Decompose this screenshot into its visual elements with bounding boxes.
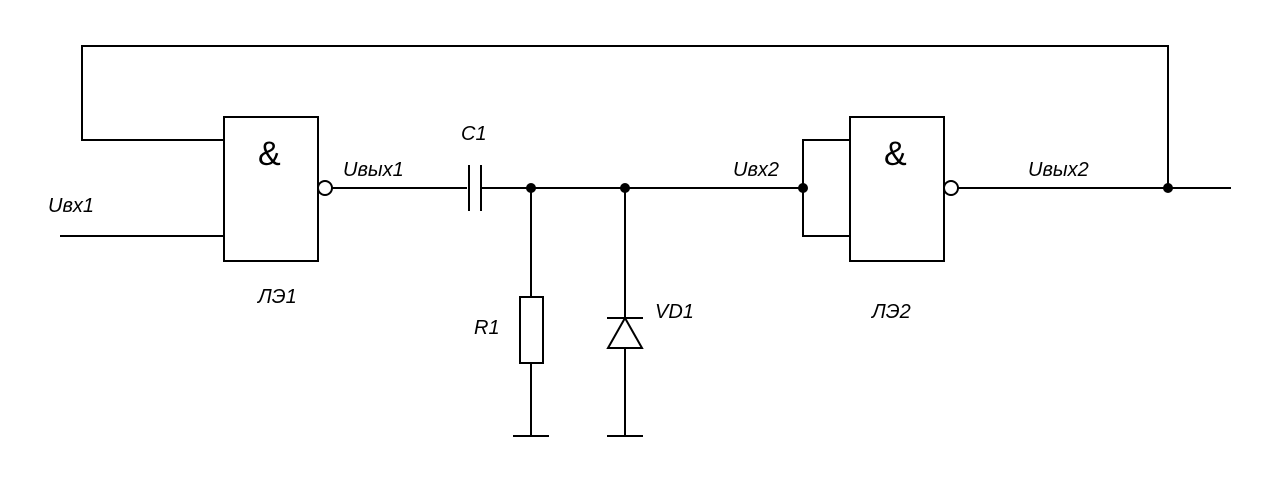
label-out2: Uвых2 bbox=[1028, 159, 1089, 181]
diode-vd1-triangle bbox=[606, 315, 644, 349]
label-gate-2: ЛЭ2 bbox=[870, 301, 911, 323]
gate-2-body bbox=[849, 116, 945, 262]
gate-1-inversion-bubble bbox=[317, 180, 333, 196]
logic-gate-2: & bbox=[849, 116, 959, 262]
diode-vd1-branch bbox=[606, 188, 644, 437]
junction-dot-vd1 bbox=[620, 183, 630, 193]
gate-2-symbol: & bbox=[884, 135, 907, 173]
resistor-r1-branch bbox=[513, 188, 549, 437]
label-in2: Uвх2 bbox=[733, 159, 779, 181]
label-in1: Uвх1 bbox=[48, 195, 94, 217]
label-r1: R1 bbox=[474, 317, 500, 339]
label-gate-1: ЛЭ1 bbox=[256, 286, 297, 308]
gate-2-tied-inputs bbox=[802, 139, 850, 237]
gate-1-body bbox=[223, 116, 319, 262]
junction-dot-in2 bbox=[798, 183, 808, 193]
capacitor-c1 bbox=[468, 165, 482, 211]
resistor-r1 bbox=[519, 296, 544, 364]
label-out1: Uвых1 bbox=[343, 159, 404, 181]
gate-1-symbol: & bbox=[258, 135, 281, 173]
label-vd1: VD1 bbox=[655, 301, 694, 323]
logic-gate-1: & bbox=[223, 116, 333, 262]
feedback-wire bbox=[81, 45, 1169, 188]
gate-2-inversion-bubble bbox=[943, 180, 959, 196]
label-c1: C1 bbox=[461, 123, 487, 145]
junction-dot-r1 bbox=[526, 183, 536, 193]
junction-dot-out2 bbox=[1163, 183, 1173, 193]
